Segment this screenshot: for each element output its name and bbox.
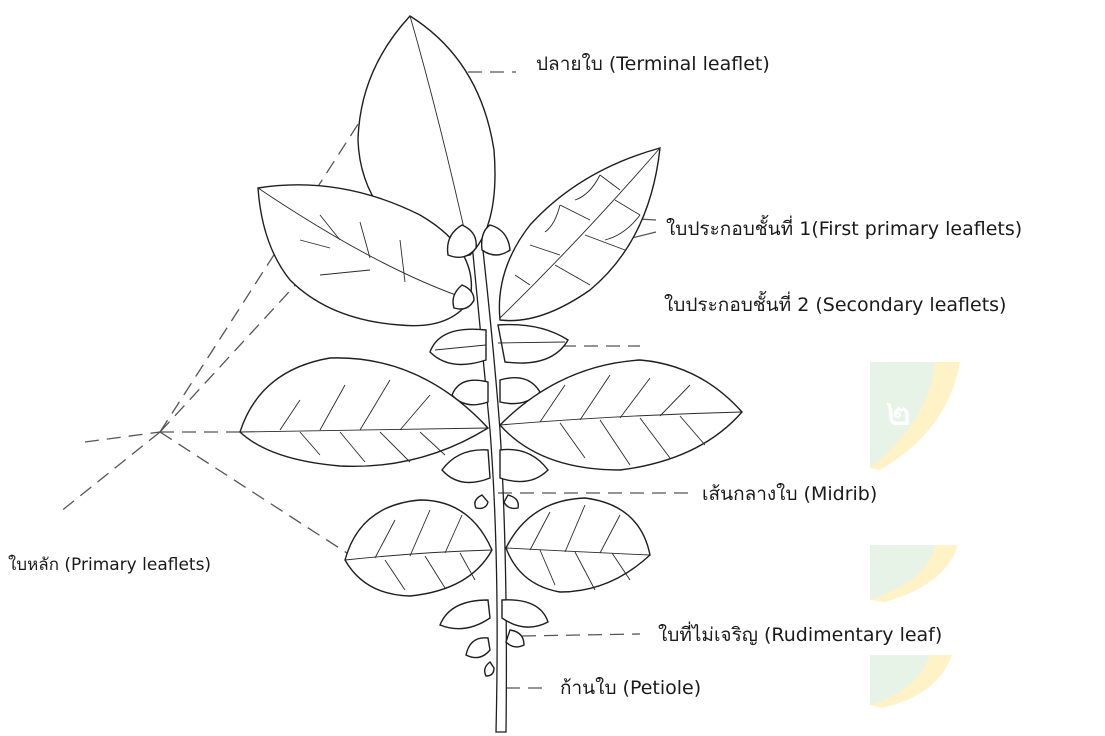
pointer-primary-6 <box>60 432 160 512</box>
label-rudimentary-leaf: ใบที่ไม่เจริญ (Rudimentary leaf) <box>658 626 942 645</box>
lower-small-leaflets <box>440 600 548 629</box>
label-terminal-leaflet: ปลายใบ (Terminal leaflet) <box>536 55 770 74</box>
primary-leaflet-mid-left <box>240 358 488 466</box>
primary-leaflet-mid-right <box>500 360 742 470</box>
label-midrib: เส้นกลางใบ (Midrib) <box>702 485 877 504</box>
pointer-rudimentary <box>522 634 640 636</box>
primary-leaflet-lower-right <box>506 498 650 592</box>
rudimentary-leaves <box>466 630 524 676</box>
pointer-primary-5 <box>85 432 160 442</box>
label-petiole: ก้านใบ (Petiole) <box>560 679 701 698</box>
secondary-leaflets-lower <box>442 449 548 508</box>
label-primary-leaflets: ใบหลัก (Primary leaflets) <box>8 557 211 574</box>
first-primary-leaflet-right <box>499 148 660 321</box>
primary-leaflet-lower-left <box>345 500 492 596</box>
label-secondary-leaflets: ใบประกอบชั้นที่ 2 (Secondary leaflets) <box>664 296 1006 315</box>
label-first-primary-leaflets: ใบประกอบชั้นที่ 1(First primary leaflets… <box>666 220 1022 239</box>
